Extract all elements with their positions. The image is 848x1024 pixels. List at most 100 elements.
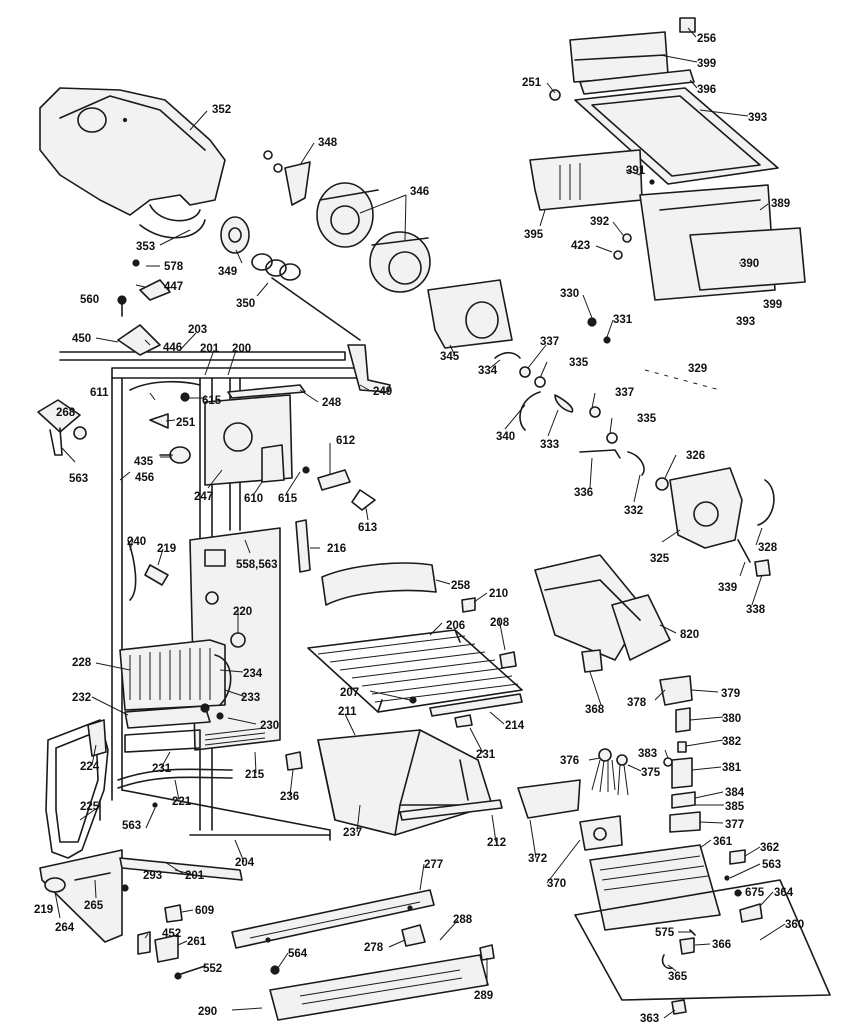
label-201a: 201: [200, 343, 220, 355]
label-251b: 251: [176, 417, 196, 429]
label-352: 352: [212, 104, 231, 116]
label-212: 212: [487, 837, 506, 849]
label-338: 338: [746, 604, 766, 616]
part-277-rail: [231, 889, 435, 949]
part-number-labels: 256 399 396 393 251 352 348 346 391 389 …: [34, 33, 804, 1024]
label-330: 330: [560, 288, 579, 300]
label-365: 365: [668, 971, 688, 983]
label-384: 384: [725, 787, 745, 799]
label-564: 564: [288, 948, 308, 960]
hardware-right-bottom: [661, 849, 763, 1015]
label-340: 340: [496, 431, 515, 443]
label-675: 675: [745, 887, 765, 899]
label-375: 375: [641, 767, 661, 779]
label-378: 378: [627, 697, 647, 709]
label-236: 236: [280, 791, 299, 803]
label-610: 610: [244, 493, 263, 505]
label-249: 249: [373, 386, 392, 398]
label-456: 456: [135, 472, 154, 484]
part-216-258-channels: [295, 519, 437, 606]
label-382: 382: [722, 736, 741, 748]
label-231a: 231: [152, 763, 172, 775]
label-256: 256: [697, 33, 716, 45]
label-289: 289: [474, 990, 493, 1002]
part-389-ice-maker-housing: [613, 184, 806, 301]
part-345-bracket: [427, 279, 513, 349]
label-366: 366: [712, 939, 731, 951]
label-345: 345: [440, 351, 460, 363]
label-381: 381: [722, 762, 742, 774]
part-352-ice-bucket-cover: [39, 87, 226, 239]
leader-lines: [54, 27, 786, 1019]
label-337a: 337: [540, 336, 559, 348]
label-277: 277: [424, 859, 443, 871]
part-360-361-base-assembly: [574, 844, 831, 1001]
label-393: 393: [748, 112, 767, 124]
label-268: 268: [56, 407, 76, 419]
label-329: 329: [688, 363, 707, 375]
label-333: 333: [540, 439, 559, 451]
label-349: 349: [218, 266, 237, 278]
label-563a: 563: [69, 473, 88, 485]
label-563b: 563: [122, 820, 141, 832]
label-210: 210: [489, 588, 508, 600]
part-330-331-screws: [587, 317, 721, 391]
part-201-base-rail: [39, 849, 243, 943]
part-240-219-sensor: [127, 539, 169, 601]
part-249-bracket: [347, 344, 391, 393]
part-228-evaporator: [119, 639, 232, 711]
hardware-left-top: [117, 259, 171, 356]
label-326: 326: [686, 450, 705, 462]
label-335b: 335: [637, 413, 657, 425]
shelf-hardware: [409, 597, 523, 728]
part-225-drain-tube: [45, 719, 109, 859]
label-447: 447: [164, 281, 183, 293]
label-201b: 201: [185, 870, 205, 882]
label-346: 346: [410, 186, 429, 198]
label-376: 376: [560, 755, 579, 767]
label-552: 552: [203, 963, 222, 975]
label-578: 578: [164, 261, 184, 273]
label-216: 216: [327, 543, 346, 555]
label-396: 396: [697, 84, 716, 96]
label-362: 362: [760, 842, 779, 854]
label-392: 392: [590, 216, 609, 228]
label-399b: 399: [763, 299, 782, 311]
label-368: 368: [585, 704, 605, 716]
label-247: 247: [194, 491, 213, 503]
part-325-motor-housing: [669, 467, 775, 577]
label-288: 288: [453, 914, 473, 926]
part-378-385-water-valve: [659, 675, 701, 833]
label-385: 385: [725, 801, 745, 813]
label-264: 264: [55, 922, 75, 934]
part-247-control-panel: [204, 384, 306, 486]
part-820-ice-maker: [534, 554, 671, 661]
label-337b: 337: [615, 387, 634, 399]
part-288-kick-plate-grille: [231, 944, 495, 1021]
label-446: 446: [163, 342, 182, 354]
part-221-defrost-heater: [117, 768, 233, 808]
label-383: 383: [638, 748, 657, 760]
label-251a: 251: [522, 77, 542, 89]
label-558: 558,563: [236, 559, 278, 571]
part-346-drive-drums: [316, 182, 431, 293]
label-613: 613: [358, 522, 377, 534]
label-234: 234: [243, 668, 263, 680]
part-391-395-panel: [529, 149, 643, 211]
label-240: 240: [127, 536, 146, 548]
part-211-crisper-drawer: [317, 729, 503, 836]
label-389: 389: [771, 198, 790, 210]
label-231b: 231: [476, 749, 496, 761]
label-221: 221: [172, 796, 192, 808]
label-380: 380: [722, 713, 741, 725]
label-363: 363: [640, 1013, 659, 1024]
label-452: 452: [162, 928, 181, 940]
label-331: 331: [613, 314, 633, 326]
label-232: 232: [72, 692, 91, 704]
label-370: 370: [547, 878, 566, 890]
part-256-399-bracket: [549, 17, 696, 101]
label-278: 278: [364, 942, 384, 954]
label-615b: 615: [278, 493, 298, 505]
label-336: 336: [574, 487, 593, 499]
